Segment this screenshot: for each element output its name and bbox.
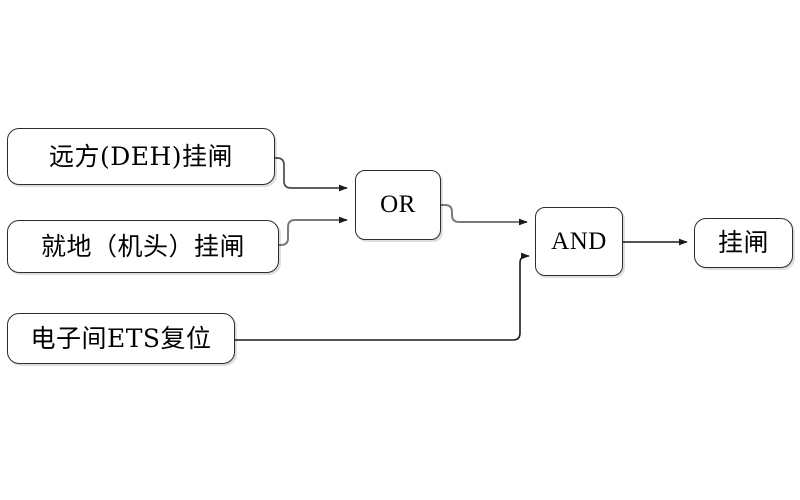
input-block-remote-deh[interactable]: 远方(DEH)挂闸 [7, 128, 275, 185]
logic-gate-or-label: OR [380, 191, 416, 219]
input-block-local-machine-head-label: 就地（机头）挂闸 [40, 231, 245, 261]
connector-local-to-or [279, 216, 348, 246]
input-block-ets-reset[interactable]: 电子间ETS复位 [7, 313, 235, 364]
connector-or-to-and [441, 204, 528, 226]
connector-deh-to-or [275, 157, 348, 192]
logic-gate-and-label: AND [551, 227, 607, 255]
input-block-remote-deh-label: 远方(DEH)挂闸 [48, 141, 234, 171]
logic-gate-or[interactable]: OR [355, 170, 441, 240]
connector-ets-to-and [235, 252, 530, 341]
output-block-hold-brake-label: 挂闸 [717, 228, 769, 258]
logic-gate-and[interactable]: AND [535, 207, 623, 276]
output-block-hold-brake[interactable]: 挂闸 [694, 218, 793, 268]
input-block-ets-reset-label: 电子间ETS复位 [30, 323, 212, 353]
input-block-local-machine-head[interactable]: 就地（机头）挂闸 [7, 220, 279, 273]
